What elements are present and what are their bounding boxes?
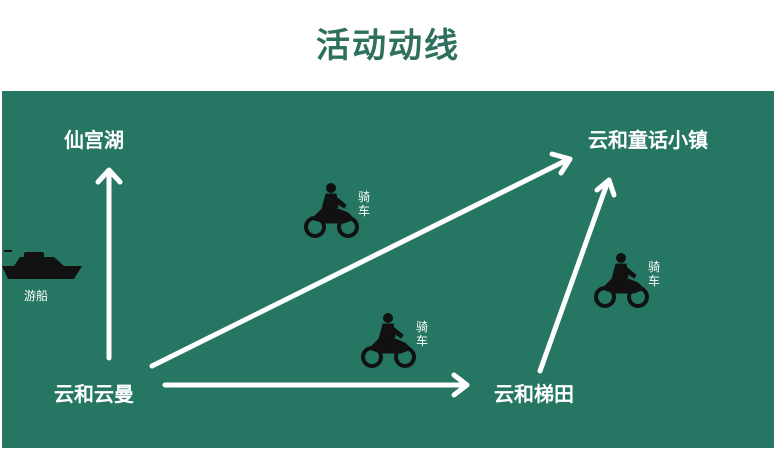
route-map-panel: 仙宫湖 云和童话小镇 云和云曼 云和梯田 游船 骑 车 [2,91,774,448]
place-xiangonghu: 仙宫湖 [64,128,124,152]
motorcycle-icon [361,313,416,368]
arrow-titian-to-tonghua [537,178,611,374]
transport-label-boat: 游船 [24,289,49,303]
place-yunhe-tonghua: 云和童话小镇 [588,128,708,152]
transport-label-bike-2: 骑 车 [416,320,429,348]
transport-label-bike-3: 骑 车 [648,260,661,288]
arrow-yunman-to-tonghua [149,156,572,369]
motorcycle-icon [304,183,359,238]
place-yunhe-titian: 云和梯田 [494,382,574,406]
route-arrows [95,151,617,398]
place-yunhe-yunman: 云和云曼 [54,382,134,406]
boat-icon [2,250,82,279]
page-title: 活动动线 [316,26,460,66]
motorcycle-icon [594,253,649,308]
transport-label-bike-1: 骑 车 [358,190,371,218]
